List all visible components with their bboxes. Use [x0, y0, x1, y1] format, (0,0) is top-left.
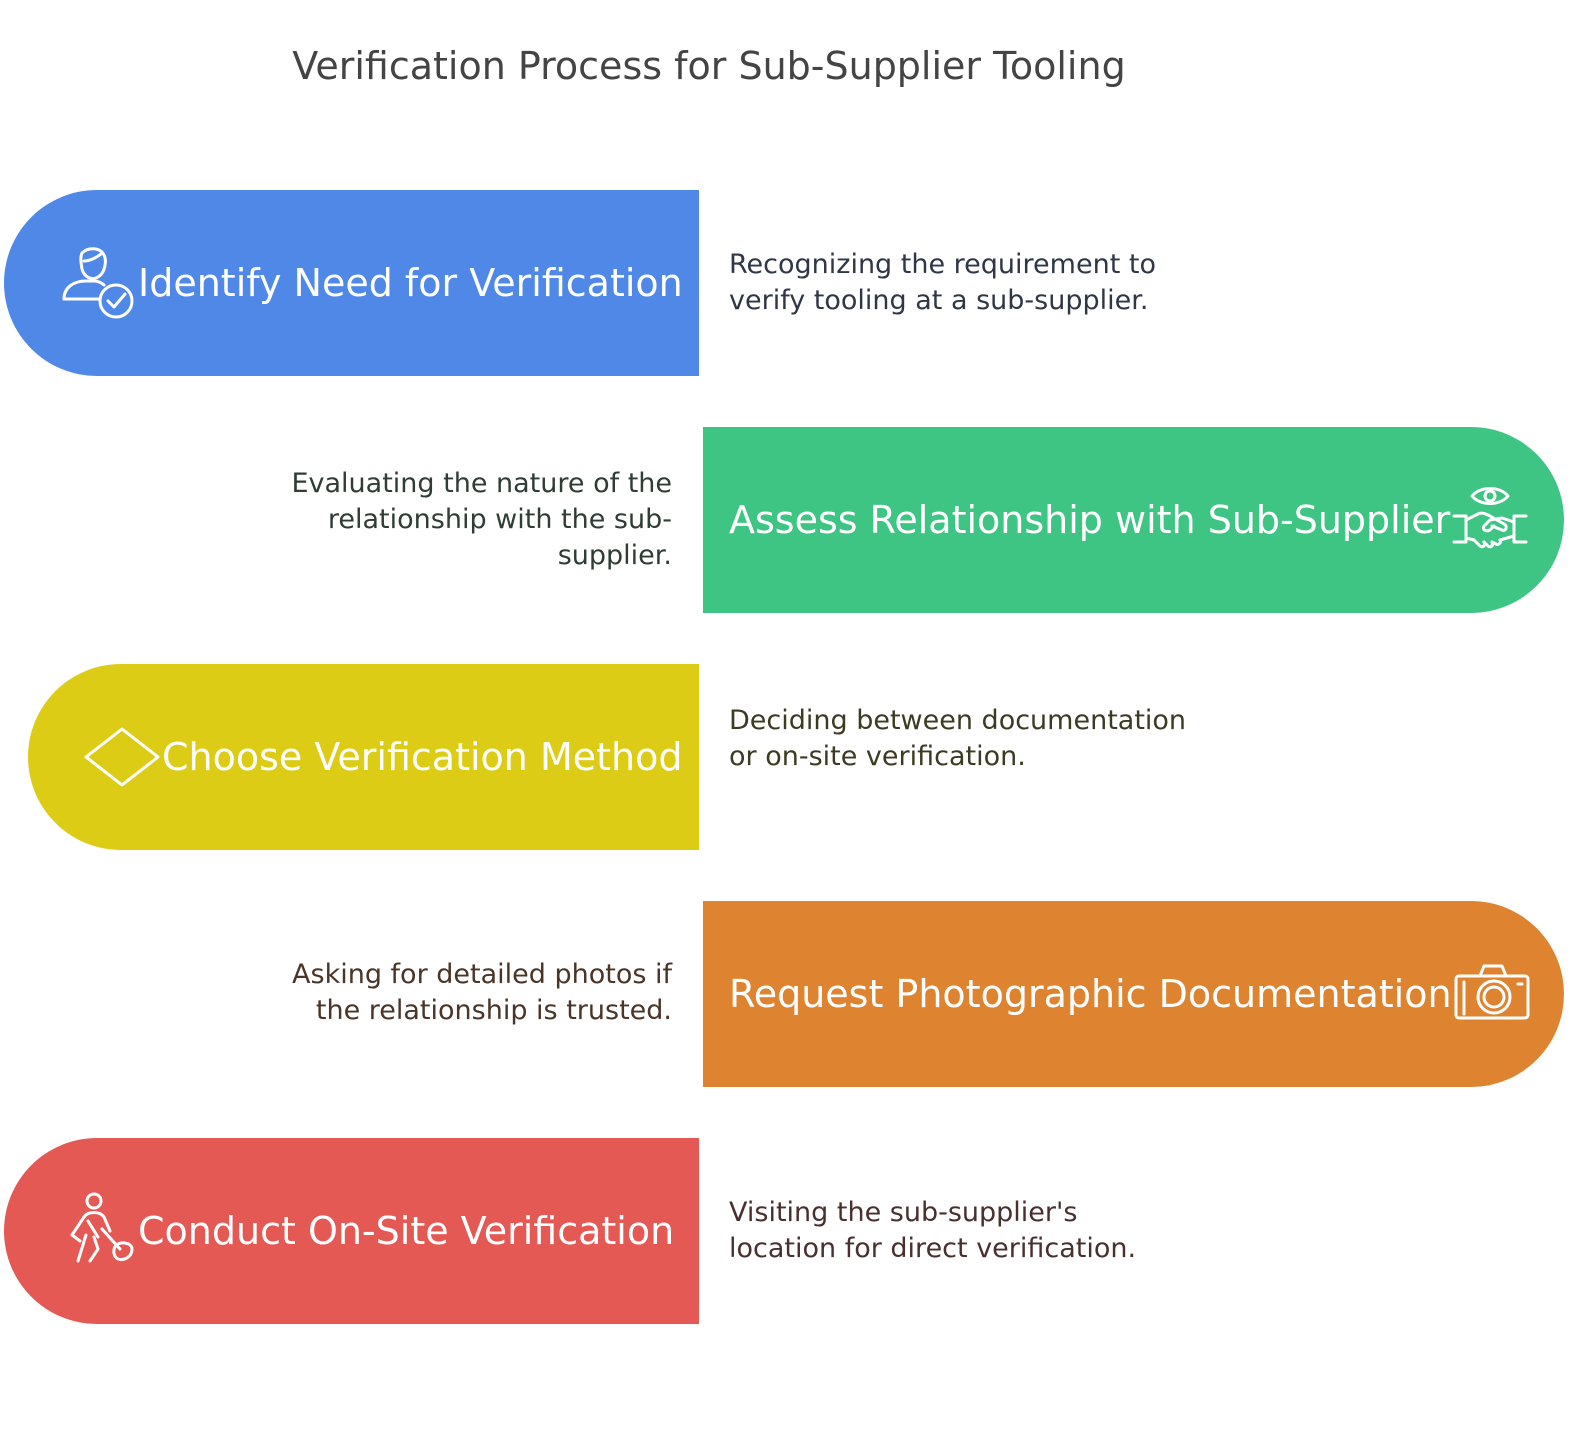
handshake-eye-icon: [1450, 480, 1530, 560]
user-check-icon: [58, 243, 138, 323]
step-request-photos: Request Photographic Documentation: [703, 901, 1564, 1087]
step-identify-need: Identify Need for Verification: [4, 190, 699, 376]
page-title: Verification Process for Sub-Supplier To…: [292, 44, 1126, 88]
step-assess-relationship: Assess Relationship with Sub-Supplier: [703, 427, 1564, 613]
step-on-site-verification: Conduct On-Site Verification: [4, 1138, 699, 1324]
step-description: Recognizing the requirement to verify to…: [729, 249, 1156, 316]
step-label: Assess Relationship with Sub-Supplier: [729, 498, 1451, 542]
worker-shovel-icon: [58, 1191, 138, 1271]
step-description: Asking for detailed photos if the relati…: [292, 959, 672, 1026]
step-description: Deciding between documentation or on-sit…: [729, 705, 1187, 772]
step-label: Identify Need for Verification: [138, 261, 683, 305]
step-label: Request Photographic Documentation: [729, 972, 1452, 1016]
camera-icon: [1452, 954, 1532, 1034]
step-description: Visiting the sub-supplier's location for…: [729, 1197, 1137, 1264]
step-label: Choose Verification Method: [162, 735, 683, 779]
diamond-icon: [82, 717, 162, 797]
step-choose-method: Choose Verification Method: [28, 664, 699, 850]
step-label: Conduct On-Site Verification: [138, 1209, 675, 1253]
step-description: Evaluating the nature of the relationshi…: [291, 468, 672, 571]
